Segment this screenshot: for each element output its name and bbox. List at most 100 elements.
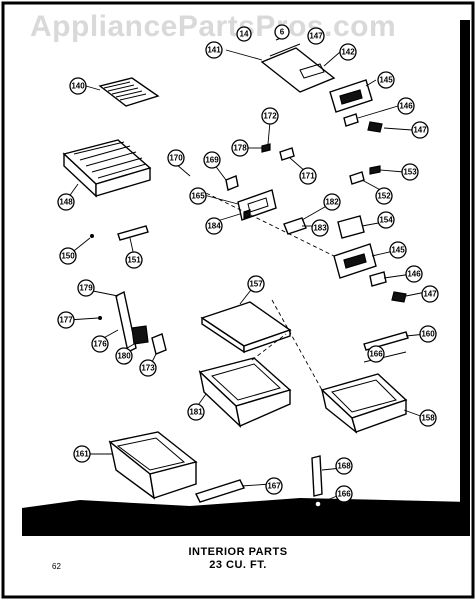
svg-text:166: 166 bbox=[369, 350, 383, 359]
svg-text:145: 145 bbox=[379, 76, 393, 85]
part-bracket-169 bbox=[225, 175, 239, 191]
part-cap-166 bbox=[314, 500, 322, 508]
part-socket-154 bbox=[337, 215, 365, 239]
callout-160: 160 bbox=[419, 325, 437, 343]
svg-text:147: 147 bbox=[413, 126, 427, 135]
callout-142: 142 bbox=[339, 43, 357, 61]
svg-text:14: 14 bbox=[240, 30, 249, 39]
callout-145-top: 145 bbox=[377, 71, 395, 89]
part-bulb-upper bbox=[367, 121, 383, 133]
svg-text:176: 176 bbox=[93, 340, 107, 349]
callout-154: 154 bbox=[377, 211, 395, 229]
svg-text:172: 172 bbox=[263, 112, 277, 121]
callout-146-top: 146 bbox=[397, 97, 415, 115]
part-drawer-158 bbox=[320, 373, 408, 434]
part-drawer-181 bbox=[198, 357, 292, 429]
svg-text:141: 141 bbox=[207, 46, 221, 55]
svg-text:147: 147 bbox=[309, 32, 323, 41]
part-drawer-161 bbox=[108, 431, 198, 500]
callout-152: 152 bbox=[375, 187, 393, 205]
svg-text:184: 184 bbox=[207, 222, 221, 231]
callout-153: 153 bbox=[401, 163, 419, 181]
callout-147-top: 147 bbox=[307, 27, 325, 45]
caption-title: INTERIOR PARTS bbox=[188, 546, 288, 558]
part-control-housing-lower bbox=[333, 243, 377, 279]
callout-140: 140 bbox=[69, 77, 87, 95]
callout-145-bottom: 145 bbox=[389, 241, 407, 259]
callout-158: 158 bbox=[419, 409, 437, 427]
svg-text:161: 161 bbox=[75, 450, 89, 459]
svg-text:168: 168 bbox=[337, 462, 351, 471]
svg-text:177: 177 bbox=[59, 316, 73, 325]
svg-text:142: 142 bbox=[341, 48, 355, 57]
part-ice-tray bbox=[98, 77, 160, 107]
callout-170: 170 bbox=[167, 149, 185, 167]
page-number: 62 bbox=[52, 562, 61, 571]
part-connector-152 bbox=[349, 171, 365, 185]
part-knob-upper bbox=[343, 113, 359, 127]
callout-165: 165 bbox=[189, 187, 207, 205]
callout-176: 176 bbox=[91, 335, 109, 353]
svg-text:145: 145 bbox=[391, 246, 405, 255]
part-rail-167 bbox=[195, 479, 245, 503]
svg-text:170: 170 bbox=[169, 154, 183, 163]
svg-text:148: 148 bbox=[59, 198, 73, 207]
part-post-168 bbox=[311, 455, 323, 497]
part-connector-153 bbox=[369, 165, 381, 175]
callout-141: 141 bbox=[205, 41, 223, 59]
callout-183: 183 bbox=[311, 219, 329, 237]
part-control-housing-upper bbox=[260, 35, 373, 113]
part-trim-strip bbox=[117, 225, 149, 241]
callout-173: 173 bbox=[139, 359, 157, 377]
svg-text:146: 146 bbox=[399, 102, 413, 111]
right-edge-shade bbox=[460, 20, 470, 510]
svg-text:150: 150 bbox=[61, 252, 75, 261]
svg-text:166: 166 bbox=[337, 490, 351, 499]
part-crisper-cover bbox=[62, 139, 152, 198]
callout-151: 151 bbox=[125, 251, 143, 269]
svg-text:171: 171 bbox=[301, 172, 315, 181]
callout-147-mid: 147 bbox=[411, 121, 429, 139]
callout-157: 157 bbox=[247, 275, 265, 293]
caption-subtitle: 23 CU. FT. bbox=[209, 559, 267, 571]
svg-text:146: 146 bbox=[407, 270, 421, 279]
svg-text:154: 154 bbox=[379, 216, 393, 225]
part-screw-150 bbox=[90, 234, 94, 238]
callout-6: 6 bbox=[274, 24, 290, 40]
footer-band-edge bbox=[22, 498, 470, 512]
callout-171: 171 bbox=[299, 167, 317, 185]
callout-147-bottom: 147 bbox=[421, 285, 439, 303]
part-bulb-lower bbox=[391, 291, 407, 303]
svg-text:151: 151 bbox=[127, 256, 141, 265]
callout-148: 148 bbox=[57, 193, 75, 211]
part-light-housing bbox=[237, 189, 277, 221]
part-slide-173 bbox=[151, 333, 167, 355]
callout-178: 178 bbox=[231, 139, 249, 157]
callout-166-bottom: 166 bbox=[335, 485, 353, 503]
callout-180: 180 bbox=[115, 347, 133, 365]
svg-text:182: 182 bbox=[325, 198, 339, 207]
callout-169: 169 bbox=[203, 151, 221, 169]
callout-166-mid: 166 bbox=[367, 345, 385, 363]
svg-text:147: 147 bbox=[423, 290, 437, 299]
part-clip-171 bbox=[279, 147, 295, 161]
part-glass-shelf bbox=[200, 301, 292, 354]
callout-167: 167 bbox=[265, 477, 283, 495]
svg-text:165: 165 bbox=[191, 192, 205, 201]
svg-text:152: 152 bbox=[377, 192, 391, 201]
callout-179: 179 bbox=[77, 279, 95, 297]
callout-177: 177 bbox=[57, 311, 75, 329]
svg-text:180: 180 bbox=[117, 352, 131, 361]
callout-14: 14 bbox=[236, 26, 252, 42]
svg-text:160: 160 bbox=[421, 330, 435, 339]
svg-text:169: 169 bbox=[205, 156, 219, 165]
footer-band bbox=[22, 508, 470, 536]
svg-text:183: 183 bbox=[313, 224, 327, 233]
callout-161: 161 bbox=[73, 445, 91, 463]
svg-text:140: 140 bbox=[71, 82, 85, 91]
svg-text:158: 158 bbox=[421, 414, 435, 423]
part-shelf-bracket bbox=[98, 290, 149, 354]
callout-150: 150 bbox=[59, 247, 77, 265]
